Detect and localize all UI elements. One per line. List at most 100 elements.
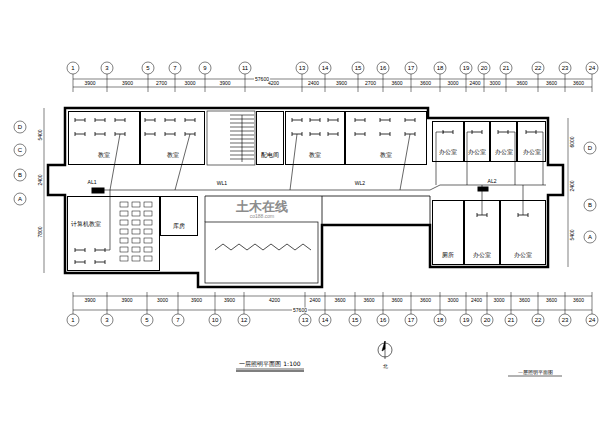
axis-line [440, 74, 441, 92]
dimension-text: 2400 [38, 173, 43, 186]
watermark: 土木在线 [236, 200, 288, 213]
dimension-text: 3900 [83, 298, 96, 303]
axis-number: 13 [299, 65, 306, 71]
axis-circle [586, 62, 598, 74]
axis-line [147, 292, 148, 314]
axis-number: B [588, 202, 592, 208]
axis-bubble [14, 62, 598, 326]
room-name: 库房 [173, 223, 185, 230]
axis-number: 19 [463, 65, 470, 71]
dimension-text: 3600 [390, 81, 403, 86]
dimension-text: 3600 [518, 298, 531, 303]
dimension-text: 2700 [364, 81, 377, 86]
dimension-text: 3600 [545, 298, 558, 303]
axis-number: 18 [437, 65, 444, 71]
axis-line [245, 74, 246, 92]
axis-line [466, 74, 467, 92]
dimension-text: 3600 [545, 81, 558, 86]
axis-number: 12 [241, 317, 248, 323]
room-box: 教室 [140, 111, 205, 165]
axis-circle [500, 62, 512, 74]
axis-number: 20 [481, 65, 488, 71]
axis-circle [141, 314, 153, 326]
axis-number: 10 [212, 317, 219, 323]
axis-circle [559, 62, 571, 74]
axis-circle [67, 62, 79, 74]
room-box: 办公室 [464, 121, 490, 162]
drawing-title: 一层照明平面图 1:100 [239, 361, 300, 367]
room-box: 库房 [160, 196, 198, 236]
room-name: 教室 [167, 152, 179, 159]
corridor-wall [205, 196, 430, 225]
axis-circle [319, 314, 331, 326]
fluorescent-lamp [75, 118, 536, 264]
room-box: 办公室 [490, 121, 517, 162]
axis-number: C [18, 147, 22, 153]
axis-circle [405, 314, 417, 326]
room-name: 厕所 [442, 252, 454, 259]
dimension-text: 2400 [468, 81, 481, 86]
axis-circle [296, 62, 308, 74]
axis-circle [169, 62, 181, 74]
dimension-text: 57600 [254, 77, 270, 82]
axis-circle [319, 62, 331, 74]
room-name: 办公室 [514, 252, 532, 259]
axis-line [487, 292, 488, 314]
axis-number: 14 [322, 317, 329, 323]
lighting-wire [98, 132, 546, 250]
dimension-text: 5400 [38, 128, 43, 141]
axis-line [73, 74, 74, 92]
axis-line [107, 292, 108, 314]
axis-circle [505, 314, 517, 326]
axis-circle [481, 314, 493, 326]
axis-number: 1 [71, 65, 74, 71]
axis-number: 17 [408, 317, 415, 323]
dimension-text: 2400 [570, 179, 575, 192]
room-box: 教室 [68, 111, 140, 165]
axis-line [538, 74, 539, 92]
axis-number: 17 [408, 65, 415, 71]
axis-circle [352, 62, 364, 74]
axis-number: 14 [322, 65, 329, 71]
axis-circle [460, 62, 472, 74]
dimension-line [44, 79, 592, 310]
dimension-text: 3900 [190, 298, 203, 303]
room-name: 办公室 [495, 149, 513, 156]
axis-line [440, 292, 441, 314]
axis-number: 9 [203, 65, 206, 71]
note-text: 一层照明平面图 [518, 370, 553, 375]
axis-circle [532, 314, 544, 326]
axis-circle [299, 314, 311, 326]
dimension-text: 3000 [446, 298, 459, 303]
axis-circle [377, 314, 389, 326]
axis-line [355, 292, 356, 314]
axis-circle [238, 314, 250, 326]
dimension-text: 3900 [335, 81, 348, 86]
axis-circle [434, 314, 446, 326]
note-text: WL2 [354, 181, 366, 186]
axis-line [73, 292, 74, 314]
room-name: 教室 [98, 152, 110, 159]
dimension-text: 3900 [83, 81, 96, 86]
axis-circle [101, 62, 113, 74]
axis-circle [584, 231, 596, 243]
axis-number: A [588, 234, 592, 240]
axis-number: 7 [176, 317, 179, 323]
axis-circle [14, 144, 26, 156]
axis-circle [586, 314, 598, 326]
dimension-text: 2700 [155, 81, 168, 86]
dimension-text: 5400 [570, 228, 575, 241]
dimension-text: 4200 [268, 298, 281, 303]
axis-number: 19 [463, 317, 470, 323]
axis-circle [478, 62, 490, 74]
dimension-text: 3900 [121, 81, 134, 86]
dimension-text: 3600 [390, 298, 403, 303]
axis-line [565, 292, 566, 314]
axis-number: 5 [146, 65, 149, 71]
axis-line [538, 292, 539, 314]
room-box: 办公室 [500, 200, 546, 265]
axis-number: 23 [562, 65, 569, 71]
dimension-text: 3000 [446, 81, 459, 86]
axis-line [411, 74, 412, 92]
axis-number: 1 [71, 317, 74, 323]
